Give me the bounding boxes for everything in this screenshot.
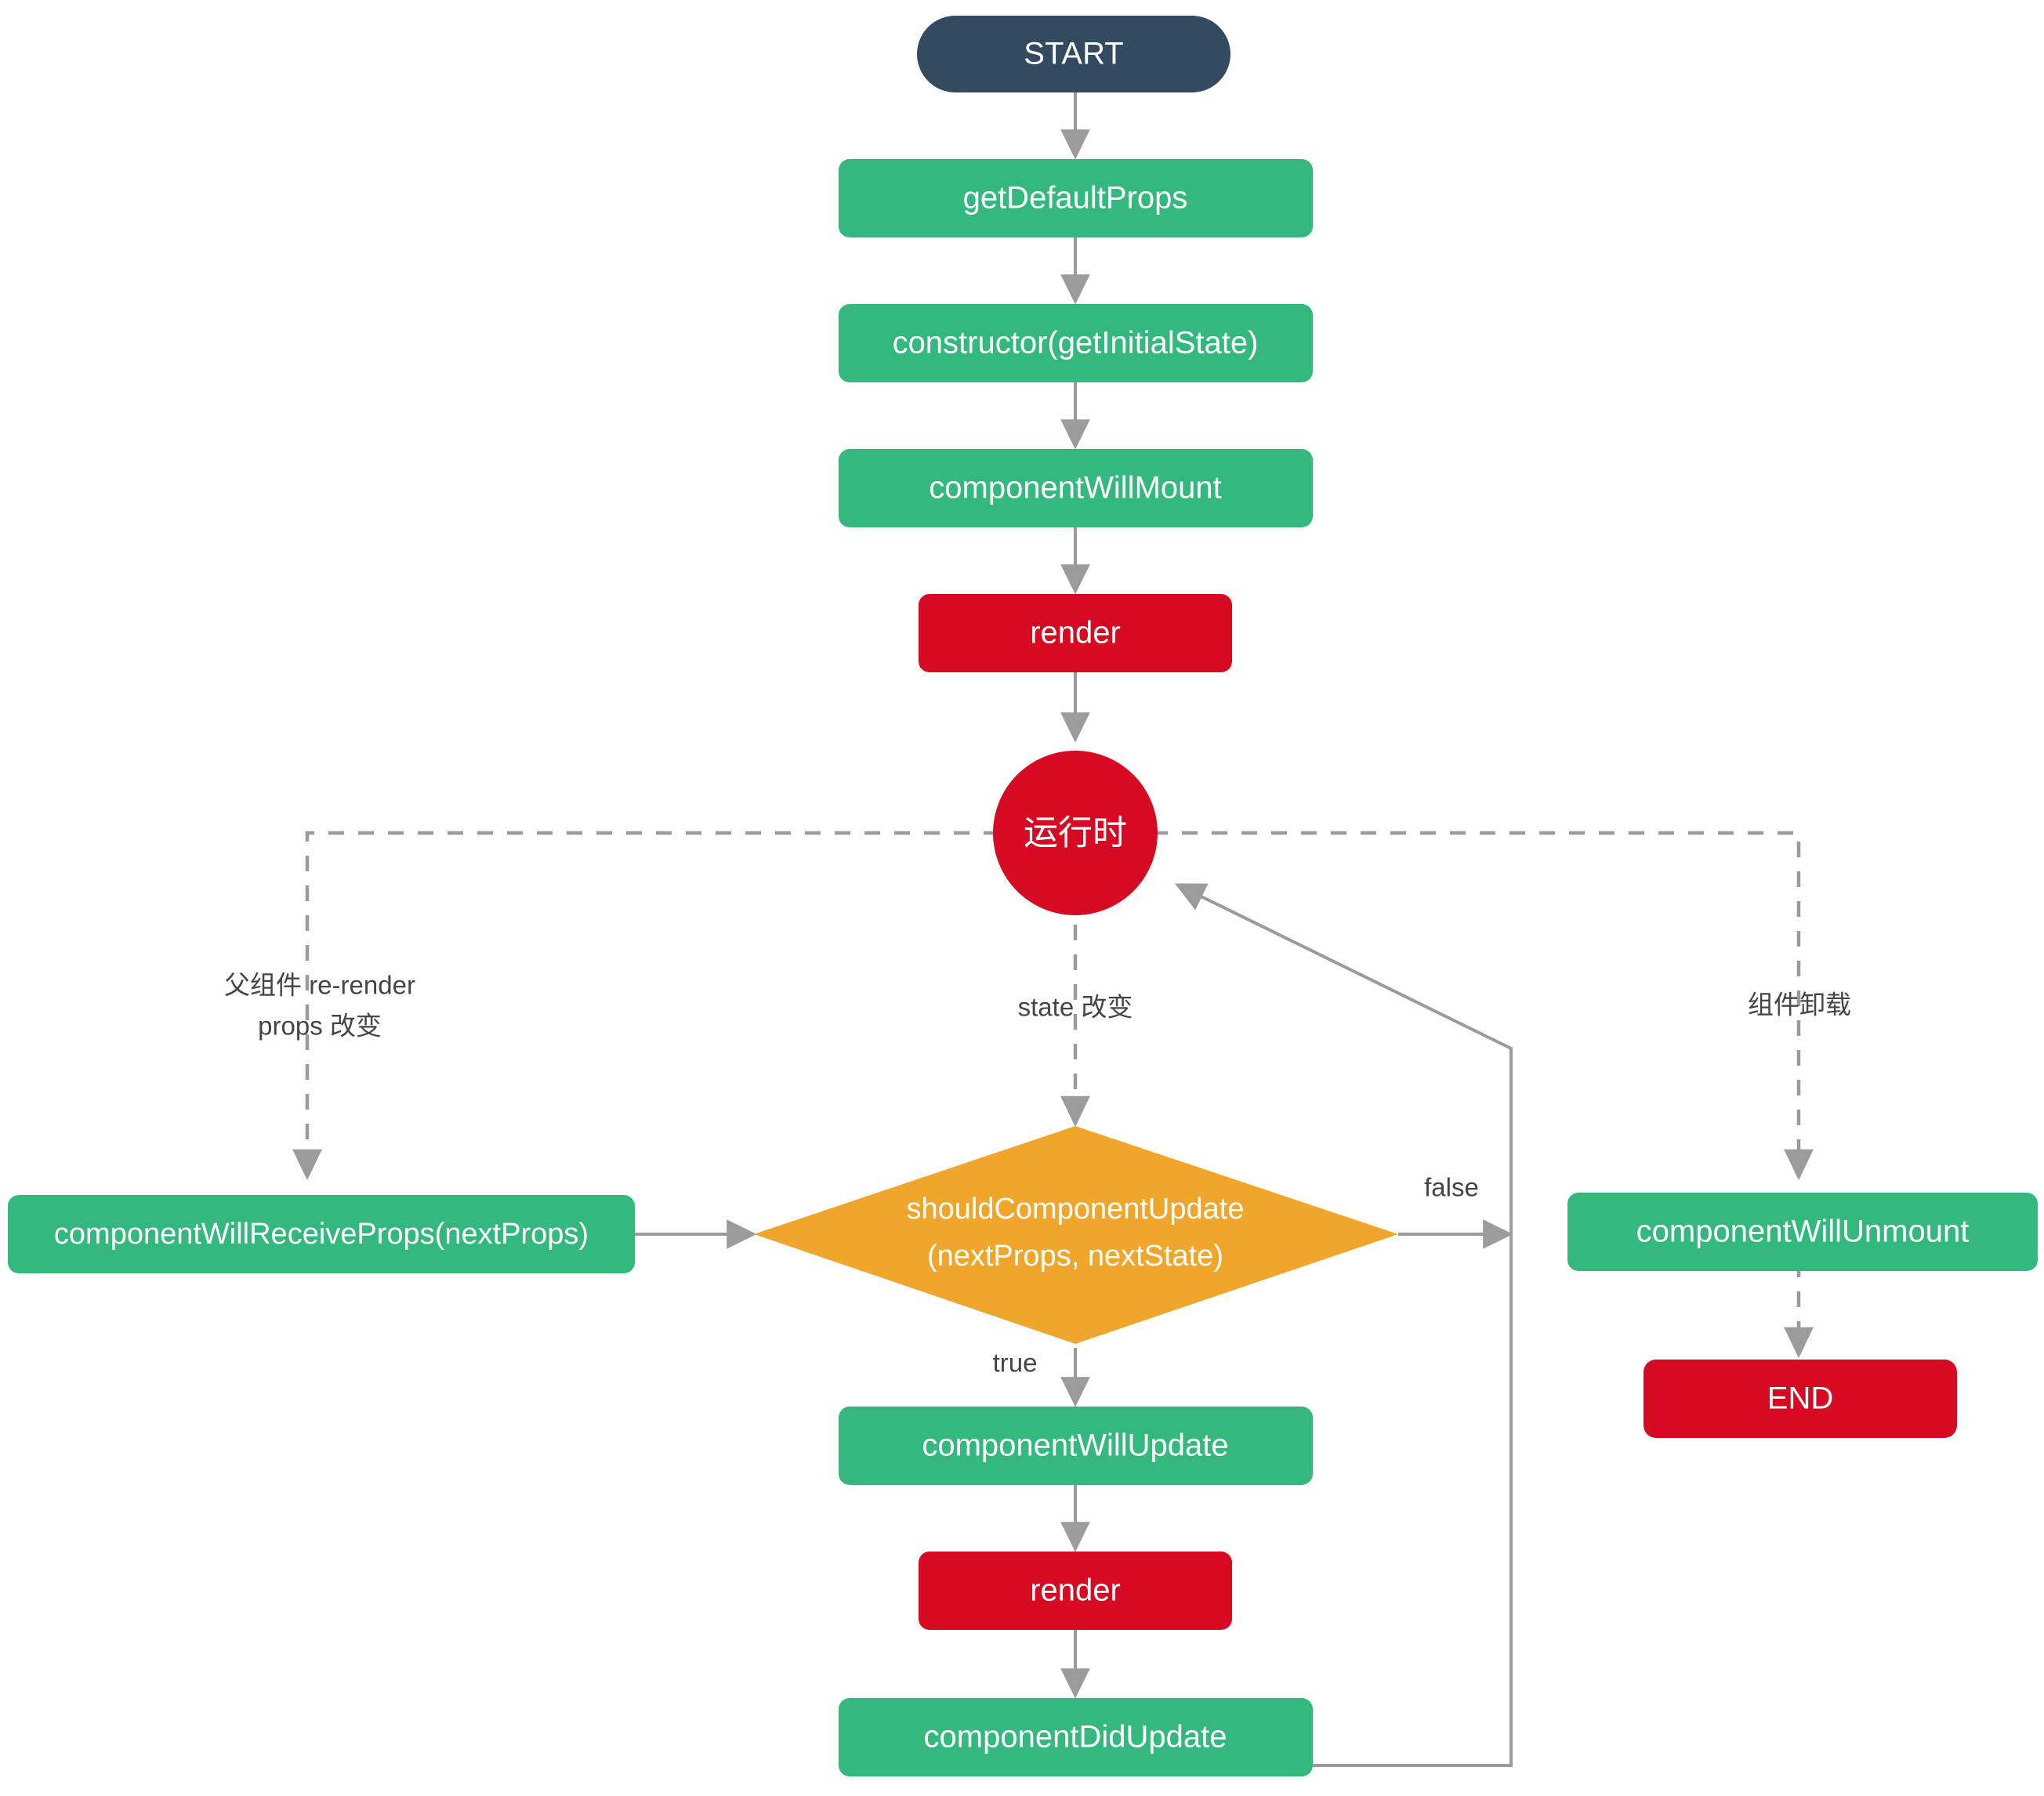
node-constructor-label: constructor(getInitialState) xyxy=(893,326,1259,360)
node-end[interactable]: END xyxy=(1644,1360,1957,1438)
node-componentwillreceiveprops[interactable]: componentWillReceiveProps(nextProps) xyxy=(8,1195,635,1273)
edge-label-true: true xyxy=(993,1349,1038,1378)
node-componentwillupdate[interactable]: componentWillUpdate xyxy=(839,1407,1313,1485)
node-componentwillmount[interactable]: componentWillMount xyxy=(839,449,1313,527)
node-start[interactable]: START xyxy=(917,16,1230,92)
node-componentdidupdate-label: componentDidUpdate xyxy=(924,1720,1227,1754)
node-render-update-label: render xyxy=(1030,1573,1121,1608)
node-getdefaultprops-label: getDefaultProps xyxy=(963,181,1188,215)
edge-label-false: false xyxy=(1424,1173,1479,1202)
edge-label-unmount: 组件卸载 xyxy=(1748,990,1851,1019)
node-shouldcomponentupdate[interactable]: shouldComponentUpdate (nextProps, nextSt… xyxy=(754,1126,1398,1344)
node-shouldcomponentupdate-label-line1: shouldComponentUpdate xyxy=(907,1193,1245,1226)
node-componentwillupdate-label: componentWillUpdate xyxy=(922,1428,1228,1463)
node-render-mount[interactable]: render xyxy=(919,594,1232,672)
node-componentwillunmount-label: componentWillUnmount xyxy=(1636,1215,1970,1249)
node-componentwillreceiveprops-label: componentWillReceiveProps(nextProps) xyxy=(54,1218,589,1251)
edge-label-parent-rerender-line2: props 改变 xyxy=(258,1012,382,1041)
node-componentdidupdate[interactable]: componentDidUpdate xyxy=(839,1698,1313,1776)
node-start-label: START xyxy=(1024,37,1123,71)
edge-label-parent-rerender-line1: 父组件 re-render xyxy=(224,971,415,1000)
node-constructor[interactable]: constructor(getInitialState) xyxy=(839,304,1313,382)
node-render-mount-label: render xyxy=(1030,616,1121,650)
node-runtime-label: 运行时 xyxy=(1024,814,1127,853)
edge-label-state-change: state 改变 xyxy=(1018,993,1133,1022)
node-componentwillunmount[interactable]: componentWillUnmount xyxy=(1567,1193,2038,1271)
edge-return-to-runtime xyxy=(1174,883,1513,1767)
node-end-label: END xyxy=(1767,1381,1833,1416)
node-runtime[interactable]: 运行时 xyxy=(993,751,1158,915)
node-getdefaultprops[interactable]: getDefaultProps xyxy=(839,159,1313,237)
edge-runtime-to-willreceiveprops xyxy=(292,831,999,1181)
node-componentwillmount-label: componentWillMount xyxy=(929,471,1222,505)
node-render-update[interactable]: render xyxy=(919,1552,1232,1630)
edge-runtime-to-willunmount xyxy=(1152,831,1814,1181)
node-shouldcomponentupdate-label-line2: (nextProps, nextState) xyxy=(927,1240,1223,1273)
